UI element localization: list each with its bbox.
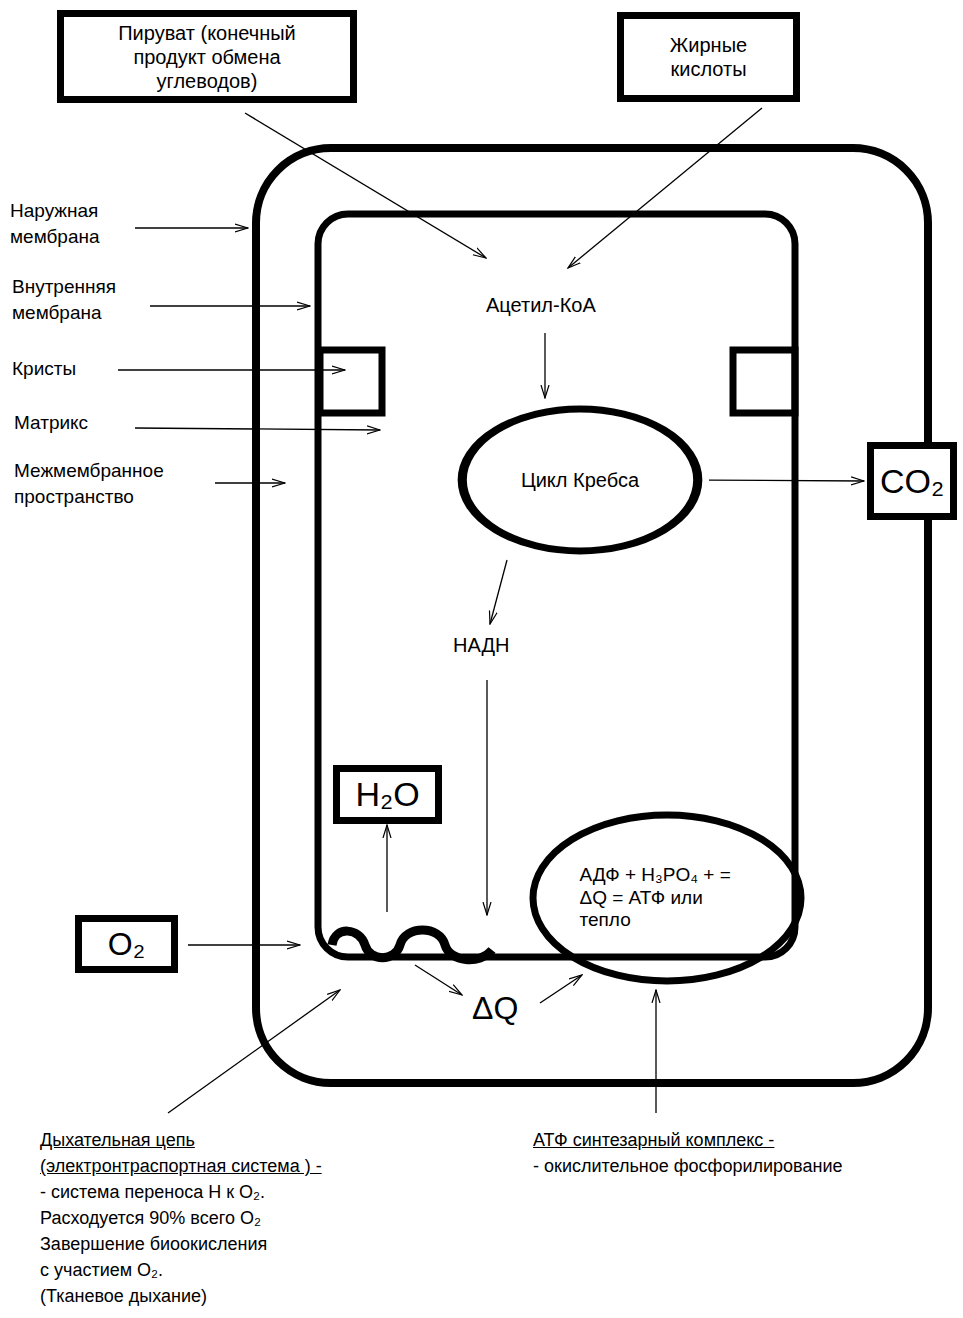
ellipse-outline xyxy=(533,815,801,981)
leader-arrow xyxy=(135,428,380,430)
crista xyxy=(320,350,382,413)
substrate-box: O₂ xyxy=(75,915,178,973)
note-line: Завершение биоокисления xyxy=(40,1232,267,1257)
flow-arrow xyxy=(544,333,545,398)
node-text: Пируват (конечный продукт обмена углевод… xyxy=(107,21,307,93)
text-group: Жирные кислоты xyxy=(654,33,764,81)
crista xyxy=(733,350,795,413)
text-group: CO₂ xyxy=(880,461,944,502)
flow-arrow xyxy=(188,944,300,945)
node-text: Цикл Кребса xyxy=(500,468,660,492)
note-line: (электронтраспортная система ) - xyxy=(40,1154,322,1179)
flow-arrow xyxy=(415,965,462,995)
respiratory-chain xyxy=(332,930,492,960)
leader-arrow xyxy=(168,990,340,1113)
note-line: АТФ синтезарный комплекс - xyxy=(533,1128,774,1153)
flow-arrow xyxy=(540,975,582,1003)
part-label: Внутренняя мембрана xyxy=(12,274,152,326)
node-text: CO₂ xyxy=(880,461,944,502)
energy-label: ΔQ xyxy=(472,986,518,1030)
flow-arrow xyxy=(245,113,486,258)
node-text: H₂O xyxy=(355,774,419,815)
part-label: Межмембранное пространство xyxy=(14,458,204,510)
leader-arrow xyxy=(118,369,345,370)
node-text: АДФ + H₃PO₄ + = ΔQ = АТФ или тепло xyxy=(580,864,755,932)
node-text: O₂ xyxy=(108,925,145,963)
note-line: - окислительное фосфорилирование xyxy=(533,1154,842,1179)
ellipse-outline xyxy=(462,409,698,551)
product-box: CO₂ xyxy=(867,442,957,520)
flow-arrow xyxy=(386,825,387,912)
metabolite-label: НАДН xyxy=(453,632,509,660)
leader-arrow xyxy=(655,990,656,1113)
inner-membrane xyxy=(318,214,795,957)
flow-arrow xyxy=(568,108,762,268)
note-line: Дыхательная цепь xyxy=(40,1128,195,1153)
input-box: Жирные кислоты xyxy=(617,12,800,102)
flow-arrow xyxy=(486,680,487,915)
outer-membrane xyxy=(256,148,928,1083)
part-label: Матрикс xyxy=(14,410,88,436)
leader-arrow xyxy=(135,227,248,228)
note-line: с участием O₂. xyxy=(40,1258,163,1283)
leader-arrow xyxy=(215,482,285,483)
note-line: Расходуется 90% всего O₂ xyxy=(40,1206,261,1231)
atp-synthase-circle: АДФ + H₃PO₄ + = ΔQ = АТФ или тепло xyxy=(529,811,805,985)
part-label: Кристы xyxy=(12,356,76,382)
text-group: H₂O xyxy=(355,774,419,815)
text-group: Цикл Кребса xyxy=(500,468,660,492)
note-line: - система переноса Н к O₂. xyxy=(40,1180,265,1205)
node-text: Жирные кислоты xyxy=(654,33,764,81)
text-group: АДФ + H₃PO₄ + = ΔQ = АТФ или тепло xyxy=(580,864,755,932)
text-group: Пируват (конечный продукт обмена углевод… xyxy=(107,21,307,93)
input-box: Пируват (конечный продукт обмена углевод… xyxy=(57,10,357,103)
flow-arrow xyxy=(709,479,864,481)
metabolite-label: Ацетил-КоА xyxy=(486,292,596,320)
flow-arrow xyxy=(490,560,507,624)
text-group: O₂ xyxy=(108,925,145,963)
product-box: H₂O xyxy=(333,765,442,824)
leader-arrow xyxy=(150,305,310,306)
part-label: Наружная мембрана xyxy=(10,198,140,250)
note-line: (Тканевое дыхание) xyxy=(40,1284,207,1309)
cycle-circle: Цикл Кребса xyxy=(457,405,703,555)
